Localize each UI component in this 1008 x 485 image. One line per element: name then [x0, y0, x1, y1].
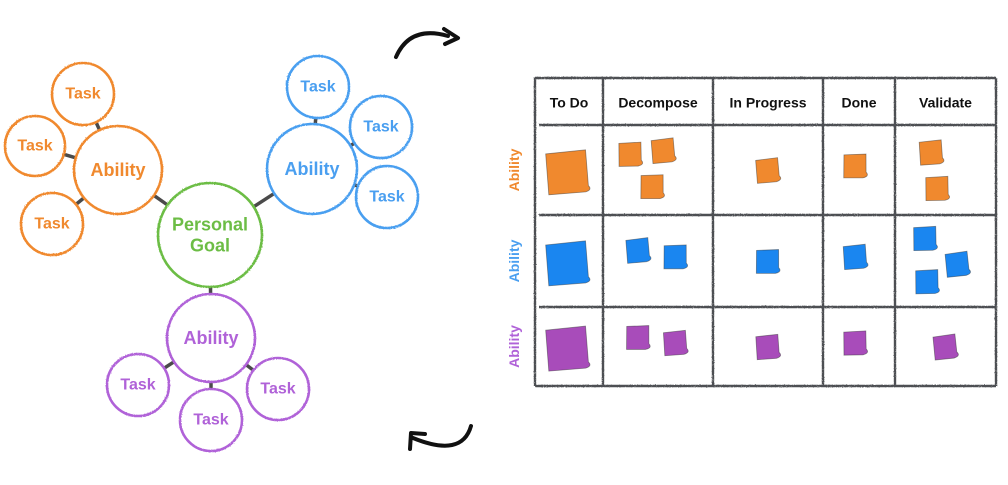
mind-map: PersonalGoalAbilityTaskTaskTaskAbilityTa… [3, 54, 420, 453]
task-bubble-blue: Task [354, 164, 420, 230]
row-label-ability: Ability [506, 325, 522, 368]
board-grid [533, 76, 998, 388]
task-bubble-purple-label: Task [120, 377, 155, 394]
sticky-notes [545, 137, 971, 372]
task-bubble-orange: Task [50, 61, 116, 127]
task-bubble-blue-circle [348, 94, 414, 160]
sticky-note [918, 139, 945, 166]
sticky-note [843, 153, 868, 179]
sticky-note-large [545, 325, 591, 372]
column-header-decompose: Decompose [618, 95, 698, 111]
sticky-note-large [545, 240, 591, 287]
connector-ability-task [63, 152, 77, 160]
connector-ability-task [94, 121, 102, 131]
sticky-note [755, 333, 781, 361]
sticky-note [913, 225, 938, 252]
ability-bubble-blue-label: Ability [284, 159, 339, 179]
task-bubble-purple-circle [178, 387, 244, 453]
connector-ability-task [74, 196, 86, 206]
connector-ability-task [244, 363, 255, 372]
ability-bubble-orange-label: Ability [90, 160, 145, 180]
task-bubble-purple-label: Task [193, 412, 228, 429]
task-bubble-orange-label: Task [17, 138, 52, 155]
sticky-note [626, 325, 651, 350]
task-bubble-blue-label: Task [369, 189, 404, 206]
task-bubble-purple-label: Task [260, 381, 295, 398]
task-bubble-blue-label: Task [363, 119, 398, 136]
ability-bubble-purple-circle [165, 292, 257, 384]
task-bubble-orange-label: Task [34, 216, 69, 233]
sticky-note [755, 249, 781, 274]
connector-ability-task [163, 360, 175, 370]
task-bubble-orange-circle [19, 191, 85, 257]
task-bubble-orange: Task [19, 191, 85, 257]
row-label-ability: Ability [506, 239, 522, 282]
task-bubble-blue-circle [285, 54, 351, 120]
sticky-note [755, 157, 782, 184]
connector-goal-ability [252, 191, 276, 209]
task-bubble-purple-circle [105, 352, 171, 418]
ability-bubble-purple: Ability [165, 292, 257, 384]
task-bubble-blue: Task [285, 54, 351, 120]
task-bubble-orange-label: Task [65, 86, 100, 103]
ability-bubble-blue: Ability [265, 122, 359, 216]
kanban-board: To Do Decompose In Progress Done Validate Ab… [506, 76, 998, 388]
sticky-note-large [545, 149, 591, 196]
personal-goal-bubble-label: Personal [172, 215, 248, 235]
sticky-note [843, 330, 868, 356]
sticky-note [625, 237, 652, 264]
sticky-note [915, 269, 940, 295]
column-header-in-progress: In Progress [729, 95, 806, 111]
task-bubble-orange: Task [3, 114, 67, 178]
column-header-to-do: To Do [550, 95, 589, 111]
ability-bubble-blue-circle [265, 122, 359, 216]
arrow-bottom-icon [408, 424, 473, 451]
column-header-validate: Validate [919, 95, 972, 111]
sticky-note [842, 243, 869, 271]
sticky-note [650, 137, 677, 165]
row-label-ability: Ability [506, 148, 522, 191]
task-bubble-blue-label: Task [300, 79, 335, 96]
task-bubble-purple-circle [245, 356, 311, 422]
connector-goal-ability [152, 193, 169, 207]
task-bubble-blue-circle [354, 164, 420, 230]
sticky-note [944, 250, 971, 278]
column-header-done: Done [842, 95, 877, 111]
task-bubble-orange-circle [3, 114, 67, 178]
task-bubble-purple: Task [245, 356, 311, 422]
task-bubble-blue: Task [348, 94, 414, 160]
sticky-note [932, 333, 959, 361]
sticky-note [640, 174, 665, 200]
sticky-note [663, 244, 688, 270]
task-bubble-purple: Task [105, 352, 171, 418]
column-headers: To Do Decompose In Progress Done Validate [550, 95, 972, 111]
sticky-note [663, 329, 689, 357]
ability-bubble-orange: Ability [72, 124, 164, 216]
task-bubble-orange-circle [50, 61, 116, 127]
sticky-note [618, 141, 644, 167]
personal-goal-bubble-label: Goal [190, 236, 230, 256]
sticky-note [925, 175, 950, 202]
task-bubble-purple: Task [178, 387, 244, 453]
ability-bubble-purple-label: Ability [183, 328, 238, 348]
personal-goal-bubble-circle [156, 181, 264, 289]
ability-bubble-orange-circle [72, 124, 164, 216]
arrow-top-icon [394, 27, 460, 59]
bubbles: PersonalGoalAbilityTaskTaskTaskAbilityTa… [3, 54, 420, 453]
